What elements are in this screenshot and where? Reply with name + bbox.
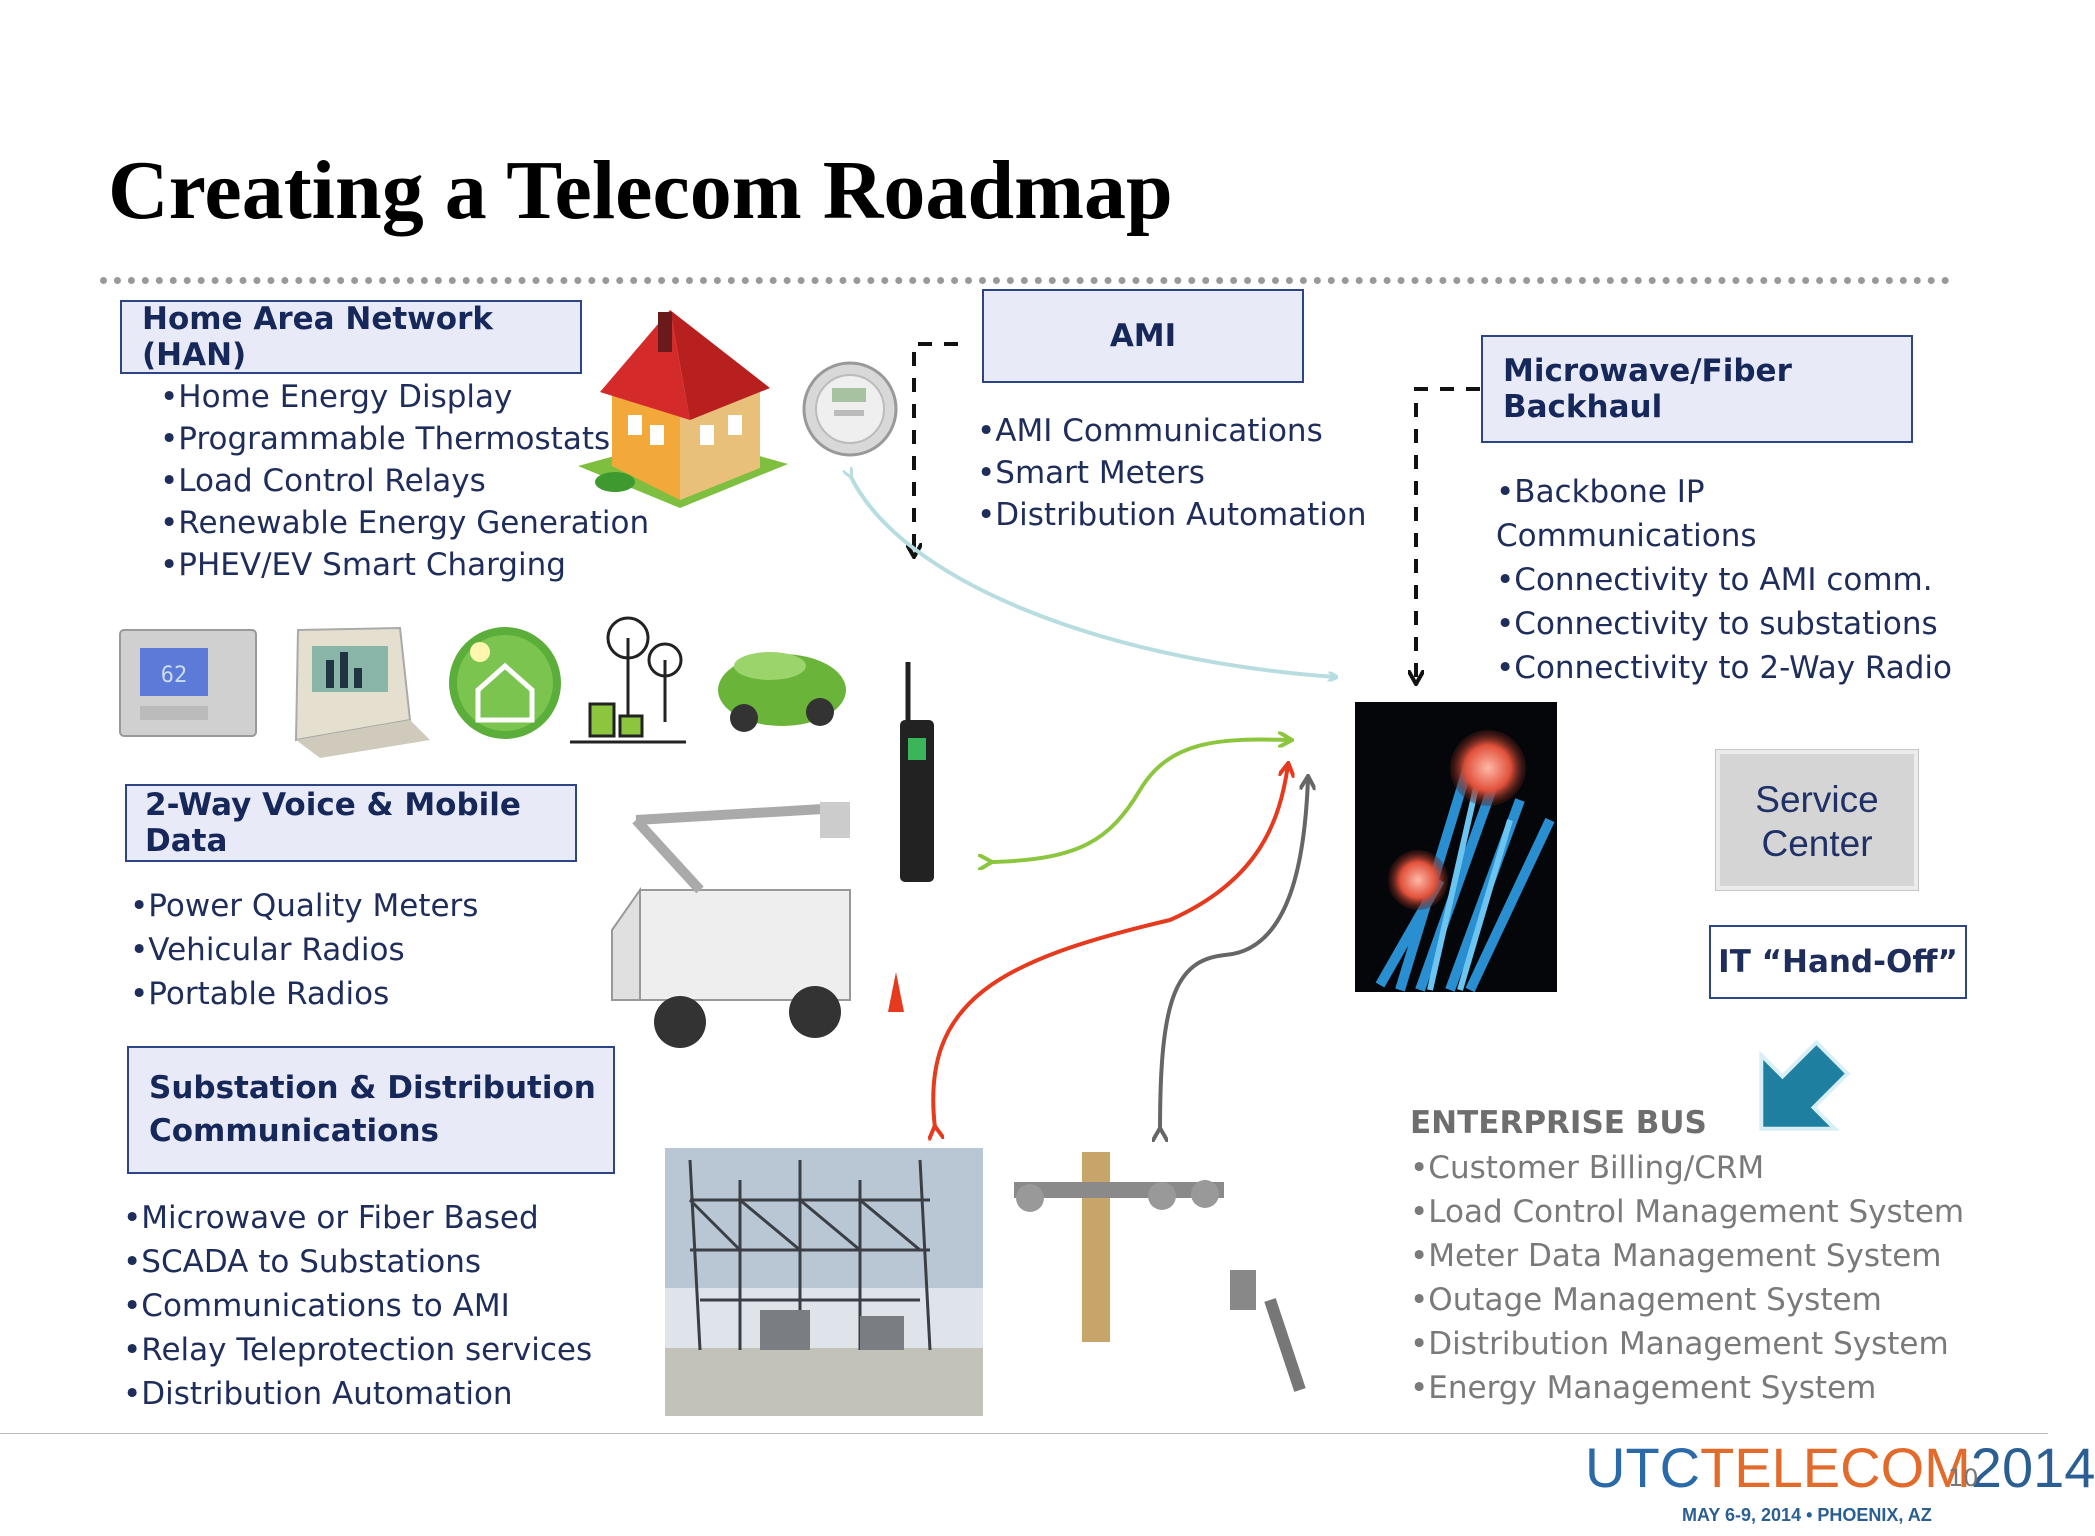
utc-telecom-logo: UTCTELECOM2014 <box>1585 1440 2095 1496</box>
list-item: Renewable Energy Generation <box>160 502 649 544</box>
portable-radio-icon <box>900 662 934 882</box>
service-center-line1: Service <box>1755 779 1879 820</box>
voice-backhaul-arrow <box>990 740 1290 862</box>
han-header-box: Home Area Network (HAN) <box>120 300 582 374</box>
list-item: Smart Meters <box>977 452 1367 494</box>
energy-display-icon <box>294 626 430 758</box>
list-item: AMI Communications <box>977 410 1367 452</box>
wind-turbine-icon <box>570 616 686 744</box>
list-item: Programmable Thermostats <box>160 418 649 460</box>
list-item: Home Energy Display <box>160 376 649 418</box>
list-item: Microwave or Fiber Based <box>123 1196 592 1240</box>
substation-header-line2: Communications <box>149 1113 439 1149</box>
list-item: Connectivity to AMI comm. <box>1496 558 1952 602</box>
ami-header-box: AMI <box>982 289 1304 383</box>
enterprise-list: Customer Billing/CRM Load Control Manage… <box>1410 1146 1964 1410</box>
list-item: Load Control Management System <box>1410 1190 1964 1234</box>
slide-title: Creating a Telecom Roadmap <box>108 144 1173 237</box>
logo-year: 2014 <box>1970 1436 2095 1499</box>
logo-telecom: TELECOM <box>1700 1436 1971 1499</box>
it-handoff-label: IT “Hand-Off” <box>1718 944 1958 980</box>
fiber-optic-image <box>1355 702 1557 993</box>
voice-header-box: 2-Way Voice & Mobile Data <box>125 784 577 862</box>
list-item: SCADA to Substations <box>123 1240 592 1284</box>
logo-subtitle: MAY 6-9, 2014 • PHOENIX, AZ <box>1682 1505 1932 1525</box>
renewable-home-icon <box>449 627 561 739</box>
pole-backhaul-arrow <box>1160 778 1308 1130</box>
substation-list: Microwave or Fiber Based SCADA to Substa… <box>123 1196 592 1416</box>
substation-header-box: Substation & Distribution Communications <box>127 1046 615 1174</box>
substation-header-line1: Substation & Distribution <box>149 1070 596 1106</box>
han-list: Home Energy Display Programmable Thermos… <box>160 376 649 586</box>
electric-car-icon <box>718 652 846 732</box>
slide: Creating a Telecom Roadmap Home Area Net… <box>0 0 2048 1536</box>
ami-dashed-connector <box>914 342 958 555</box>
voice-list: Power Quality Meters Vehicular Radios Po… <box>130 884 478 1016</box>
substation-backhaul-arrow <box>933 765 1288 1128</box>
list-item: Portable Radios <box>130 972 478 1016</box>
ami-list: AMI Communications Smart Meters Distribu… <box>977 410 1367 536</box>
thermostat-display: 62 <box>161 663 188 688</box>
list-item: Meter Data Management System <box>1410 1234 1964 1278</box>
title-divider <box>100 277 1950 284</box>
list-item: Communications to AMI <box>123 1284 592 1328</box>
service-center-line2: Center <box>1761 823 1873 864</box>
footer-divider <box>0 1433 2048 1434</box>
list-item: Distribution Automation <box>123 1372 592 1416</box>
list-item: Connectivity to 2-Way Radio <box>1496 646 1952 690</box>
list-item: Load Control Relays <box>160 460 649 502</box>
list-item: Backbone IP Communications <box>1496 470 1757 558</box>
backhaul-dashed-connector <box>1416 387 1480 682</box>
list-item: Vehicular Radios <box>130 928 478 972</box>
page-number: 10 <box>1948 1464 1979 1492</box>
substation-photo <box>665 1148 983 1416</box>
bucket-truck-icon <box>611 802 904 1048</box>
list-item: PHEV/EV Smart Charging <box>160 544 649 586</box>
backhaul-header-box: Microwave/Fiber Backhaul <box>1481 335 1913 443</box>
list-item-text: Backbone IP Communications <box>1496 474 1757 554</box>
thermostat-icon: 62 <box>119 629 257 737</box>
list-item: Connectivity to substations <box>1496 602 1952 646</box>
list-item: Distribution Automation <box>977 494 1366 536</box>
backhaul-header: Microwave/Fiber Backhaul <box>1503 353 1792 425</box>
list-item: Power Quality Meters <box>130 884 478 928</box>
ami-header: AMI <box>1109 318 1177 354</box>
list-item: Relay Teleprotection services <box>123 1328 592 1372</box>
han-header: Home Area Network (HAN) <box>142 301 494 373</box>
list-item: Customer Billing/CRM <box>1410 1146 1964 1190</box>
it-handoff-box: IT “Hand-Off” <box>1709 925 1967 999</box>
list-item: Outage Management System <box>1410 1278 1964 1322</box>
service-center-box: Service Center <box>1716 750 1918 890</box>
enterprise-header: ENTERPRISE BUS <box>1410 1105 1707 1141</box>
list-item: Distribution Management System <box>1410 1322 1964 1366</box>
handoff-arrow-icon <box>1759 1039 1851 1131</box>
logo-utc: UTC <box>1585 1436 1701 1499</box>
utility-pole-icon <box>1014 1152 1306 1392</box>
list-item: Energy Management System <box>1410 1366 1964 1410</box>
voice-header: 2-Way Voice & Mobile Data <box>145 787 521 859</box>
backhaul-list: Backbone IP Communications Connectivity … <box>1496 470 1952 690</box>
smart-meter-icon <box>802 361 898 457</box>
